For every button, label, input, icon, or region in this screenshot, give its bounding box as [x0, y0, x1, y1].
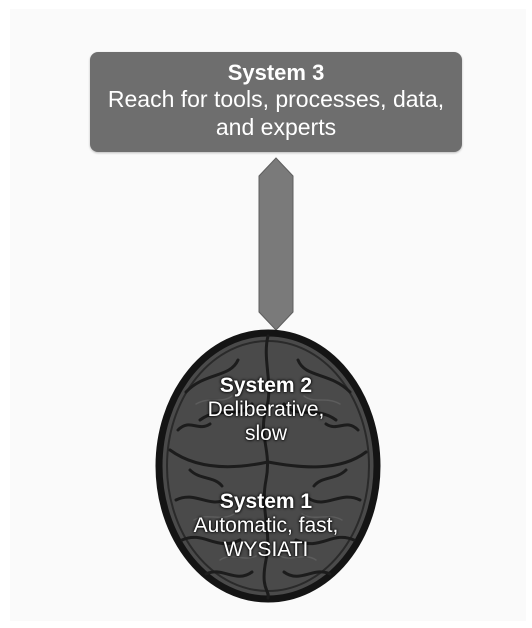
system3-title: System 3	[227, 60, 325, 85]
system2-title: System 2	[219, 374, 313, 397]
system1-description-line: WYSIATI	[223, 538, 309, 561]
system1-label: System 1 Automatic, fast, WYSIATI	[136, 490, 396, 562]
system1-description-line: Automatic, fast,	[193, 514, 339, 537]
system2-label: System 2 Deliberative, slow	[136, 374, 396, 446]
system3-description: Reach for tools, processes, data, and ex…	[107, 86, 445, 140]
double-headed-arrow-icon	[258, 157, 294, 331]
system3-box: System 3 Reach for tools, processes, dat…	[90, 52, 462, 152]
system2-description-line: Deliberative,	[207, 398, 325, 421]
system1-title: System 1	[219, 490, 313, 513]
brain-icon	[155, 329, 381, 603]
system2-description-line: slow	[244, 422, 287, 445]
